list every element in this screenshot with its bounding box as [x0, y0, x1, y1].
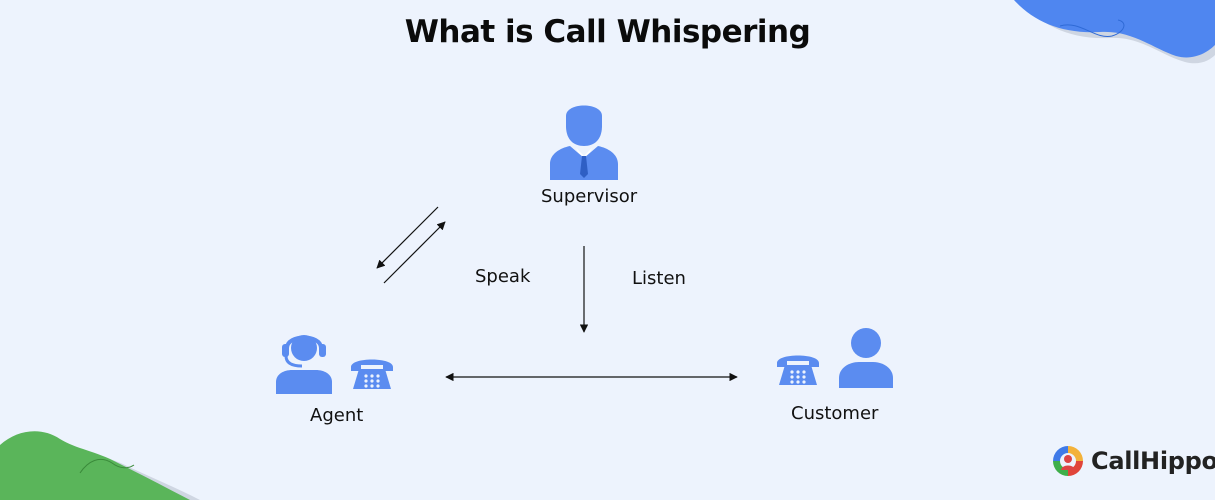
- listen-label: Listen: [632, 268, 686, 289]
- telephone-icon: [777, 355, 819, 385]
- supervisor-label: Supervisor: [541, 186, 638, 207]
- bottom-left-blob-decoration: [0, 431, 200, 500]
- user-icon: [839, 328, 893, 388]
- telephone-icon: [351, 359, 393, 389]
- callhippo-logo-icon: [1053, 446, 1083, 476]
- top-right-blob-decoration: [1014, 0, 1215, 64]
- speak-arrow-to-agent: [376, 206, 439, 269]
- speak-arrow-to-supervisor: [383, 221, 446, 284]
- diagram-title: What is Call Whispering: [404, 14, 811, 50]
- customer-label: Customer: [791, 403, 879, 424]
- supervisor-icon: [550, 105, 618, 180]
- brand-name: CallHippo: [1091, 447, 1215, 475]
- agent-label: Agent: [310, 405, 364, 426]
- brand-logo: CallHippo: [1051, 444, 1215, 478]
- speak-label: Speak: [475, 266, 531, 287]
- headset-agent-icon: [276, 335, 332, 394]
